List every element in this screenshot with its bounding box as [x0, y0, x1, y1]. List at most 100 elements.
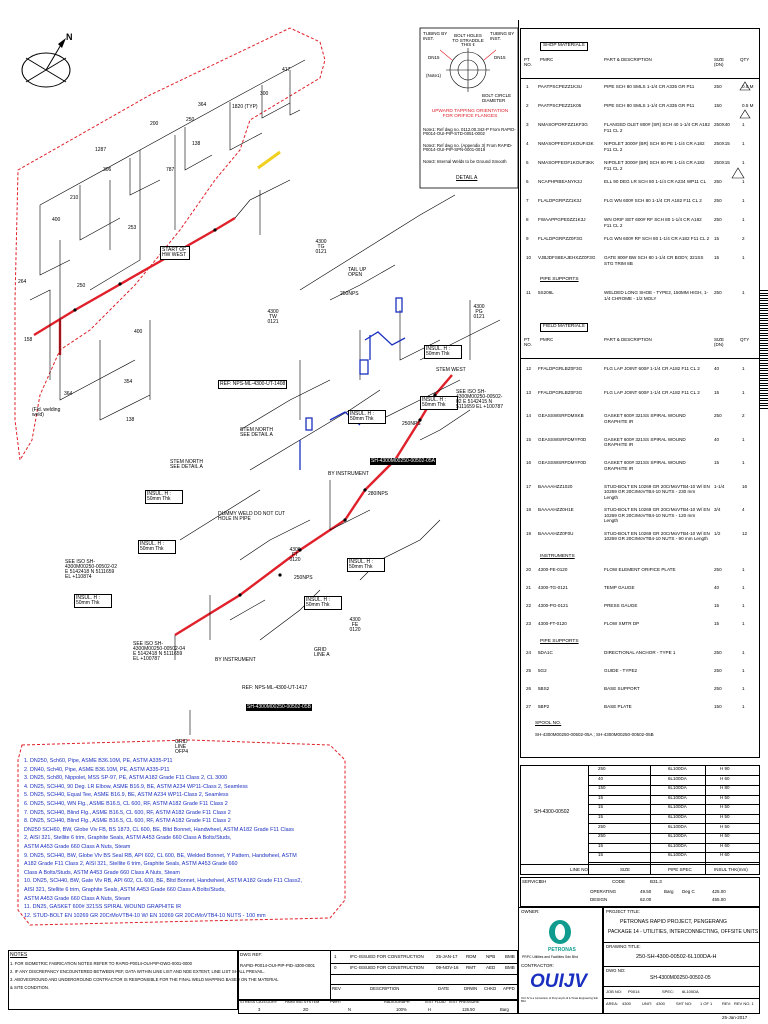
spec-note-line: AISI 321, Stellite 6 trim, Graphite Seal…: [24, 887, 226, 893]
petronas-logo: [549, 920, 571, 944]
material-size: 40: [714, 366, 720, 371]
rev-header: DATE: [438, 986, 450, 991]
revision-block: [238, 950, 518, 1000]
material-pt: 20: [526, 567, 532, 572]
material-pt: 23: [526, 621, 532, 626]
material-pmrc: GEASSWSRFDMYF0D: [538, 436, 587, 442]
material-desc: FLOW ELEMENT ORIFICE PLATE: [604, 567, 676, 572]
material-qty: 1: [742, 585, 745, 590]
col-size: SIZE (DN): [714, 337, 725, 347]
material-qty: 1: [742, 255, 745, 260]
material-size: 150: [714, 704, 722, 709]
dwg-ref-value: RAPID-P0014-OUI-PIP-PID-4300-0001: [240, 963, 315, 968]
rev-desc: IFC-ISSUED FOR CONSTRUCTION: [350, 965, 424, 970]
nps-label: 250NPS: [340, 291, 359, 297]
line-spec: 6L100DA: [668, 775, 687, 781]
material-size: 15: [714, 389, 720, 395]
radiograph-value: 100%: [396, 1007, 407, 1012]
material-pt: 17: [526, 483, 532, 489]
material-pmrc: BAAAAHZZ0H1E: [538, 507, 574, 512]
stem-north-label: STEM NORTH SEE DETAIL A: [240, 427, 273, 438]
material-qty: 1: [742, 567, 745, 572]
instrument-tag: 4300 FE 0120: [349, 617, 361, 633]
spec-note-line: 2. DN40, Sch40, Pipe, ASME B36.10M, PE, …: [24, 766, 170, 773]
spec-note-line: 9. DN25, SCH40, BW, Globe Vlv BS Seal RB…: [24, 852, 297, 859]
project-rule: [603, 986, 760, 987]
rev-rule: [330, 984, 518, 985]
dimension-label: 138: [192, 141, 201, 147]
footer-date: 25-Jan-2017: [722, 1015, 748, 1020]
des-temp: 455.00: [712, 897, 726, 902]
line-size: 15: [598, 794, 604, 800]
instrument-tag: 4300 PG 0121: [473, 304, 485, 320]
material-desc: FLG WN 600# SCH 80 1-1/4 CR A182 F11 CL …: [604, 198, 702, 203]
material-pt: 14: [526, 413, 532, 418]
reference-label: REF: NPS-ML-4300-UT-1408: [218, 380, 288, 389]
material-pt: 4: [526, 141, 529, 146]
detail-a-bolt-holes: BOLT HOLES TO STRADDLE THIS ¢: [452, 33, 484, 47]
material-qty: 1: [742, 704, 745, 709]
rev-header: DESCRIPTION: [370, 986, 400, 991]
project-rule: [603, 942, 760, 943]
material-pt: 12: [526, 366, 532, 371]
materials-divider: [518, 20, 519, 1010]
reference-label: REF: NPS-ML-4300-UT-1417: [242, 685, 308, 691]
material-size: 250X40: [714, 122, 730, 127]
code-label: CODE: [612, 879, 626, 884]
spec-value: 6L100DA: [682, 989, 699, 994]
col-size: SIZE (DN): [714, 57, 725, 67]
material-qty: 1: [742, 122, 745, 127]
spec-note-line: 12. STUD-BOLT EN 10269 GR 20CrMoVTB4-10 …: [24, 912, 266, 919]
spool-value: SH-4300M00250-00502-05A ; SH-4300M00250-…: [535, 732, 654, 737]
material-desc: BASE PLATE: [604, 704, 632, 709]
line-ins: H 50: [720, 823, 730, 829]
material-pt: 9: [526, 236, 529, 241]
shop-materials-title: SHOP MATERIALS: [540, 42, 588, 51]
owner-label: OWNER:: [521, 909, 540, 914]
material-qty: 2: [742, 236, 745, 241]
dwg-ref-label: DWG REF:: [240, 952, 263, 957]
project-title-label: PROJECT TITLE:: [606, 909, 640, 914]
line-ins: H 90: [720, 766, 730, 771]
material-desc: DIRECTIONAL ANCHOR - TYPE 1: [604, 650, 676, 655]
nps-label: 250NPS: [294, 575, 313, 581]
material-qty: 1: [742, 217, 745, 222]
material-pt: 8: [526, 217, 529, 222]
dimension-label: 158: [24, 337, 33, 343]
supports-title: PIPE SUPPORTS: [540, 639, 579, 644]
detail-a-note: Note2: Ref dwg no. (Appendix 3) From RAP…: [423, 143, 513, 153]
material-pt: 10: [526, 255, 532, 260]
design-label: DESIGN: [590, 897, 608, 902]
line-ins: H 50: [720, 814, 730, 819]
line-table-rule: [588, 794, 760, 796]
material-pmrc: 5G2: [538, 668, 547, 673]
dimension-label: 300: [260, 91, 269, 97]
dimension-label: 250: [77, 283, 86, 289]
rev-date: 09-NOV-16: [436, 965, 459, 970]
material-pmrc: PAATPSCPEZZ1K05: [538, 103, 582, 108]
insulation-label: INSUL. H : 50mm Thk: [348, 410, 386, 424]
material-qty: 1: [742, 160, 745, 165]
general-note-line: 2. IF ANY DISCREPANCY ENCOUNTERED BETWEE…: [10, 969, 265, 974]
dimension-label: 210: [70, 195, 79, 201]
spool-tag: SH-4300M00250-00502-05A: [370, 458, 436, 465]
spec-note-line: DN250 SCH60, BW, Globe Vlv FB, BS 1873, …: [24, 826, 294, 833]
col-pmrc: PMRC: [540, 57, 554, 62]
material-pmrc: GEASSWSRFDMXKB: [538, 413, 584, 418]
material-desc: PIPE SCH 80 SMLS 1-1/4 CR A335 GR P11: [604, 84, 695, 89]
design-conditions: [520, 877, 760, 907]
material-desc: FLG LAP JOINT 600# 1-1/4 CR A182 F11 CL …: [604, 366, 700, 371]
material-desc: GASKET 600# 321SS SPIRAL WOUND GRAPHITE …: [604, 460, 686, 471]
rev-desc: IFC-ISSUED FOR CONSTRUCTION: [350, 954, 424, 959]
barcode-strip: [760, 290, 768, 410]
insulation-label: INSUL. H : 50mm Thk: [424, 345, 462, 359]
material-desc: STUD-BOLT EN 10269 GR 20CrMoVTB4-10 W/ E…: [604, 530, 710, 542]
col-qty: QTY: [740, 337, 750, 342]
unit-value: 4300: [656, 1001, 665, 1006]
contractor-name: OUIJV: [530, 971, 588, 992]
operating-label: OPERATING: [590, 889, 617, 894]
